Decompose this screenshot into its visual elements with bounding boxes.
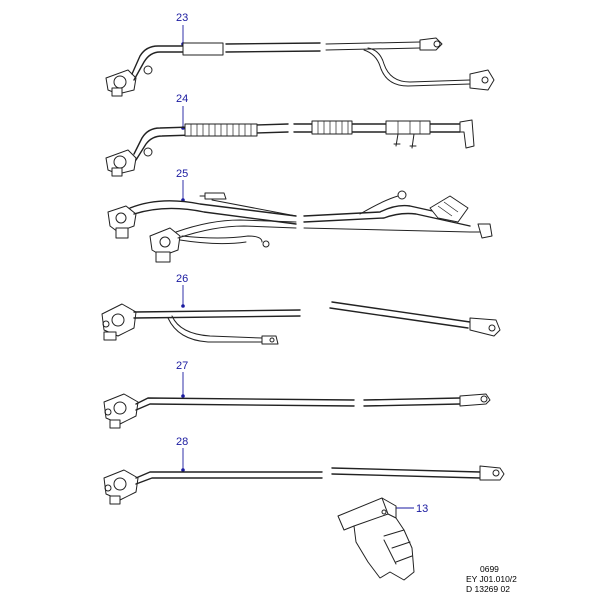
callout-13: 13 xyxy=(416,503,428,515)
battery-terminal-clamp xyxy=(103,393,139,429)
battery-terminal-clamp xyxy=(101,303,137,341)
battery-terminal-clamp xyxy=(149,227,181,263)
cable-24: 24 xyxy=(105,93,475,177)
callout-25: 25 xyxy=(176,168,188,180)
battery-terminal-clamp xyxy=(105,65,153,97)
cable-28: 28 xyxy=(103,436,505,505)
callout-28: 28 xyxy=(176,436,188,448)
cable-27: 27 xyxy=(103,360,491,429)
callout-23: 23 xyxy=(176,12,188,24)
callout-24: 24 xyxy=(176,93,188,105)
callout-27: 27 xyxy=(176,360,188,372)
code-ref: EY J01.010/2 xyxy=(466,574,517,584)
battery-terminal-clamp xyxy=(105,147,153,177)
code-date: 0699 xyxy=(480,564,499,574)
cable-26: 26 xyxy=(101,273,501,345)
battery-terminal-clamp xyxy=(103,469,139,505)
callout-26: 26 xyxy=(176,273,188,285)
battery-terminal-clamp xyxy=(107,205,137,239)
code-drawing-number: D 13269 02 xyxy=(466,584,510,594)
bracket-13: 13 xyxy=(337,497,428,581)
cable-25: 25 xyxy=(107,168,493,263)
cable-23: 23 xyxy=(105,12,495,97)
drawing-codes: 0699 EY J01.010/2 D 13269 02 xyxy=(466,564,517,594)
